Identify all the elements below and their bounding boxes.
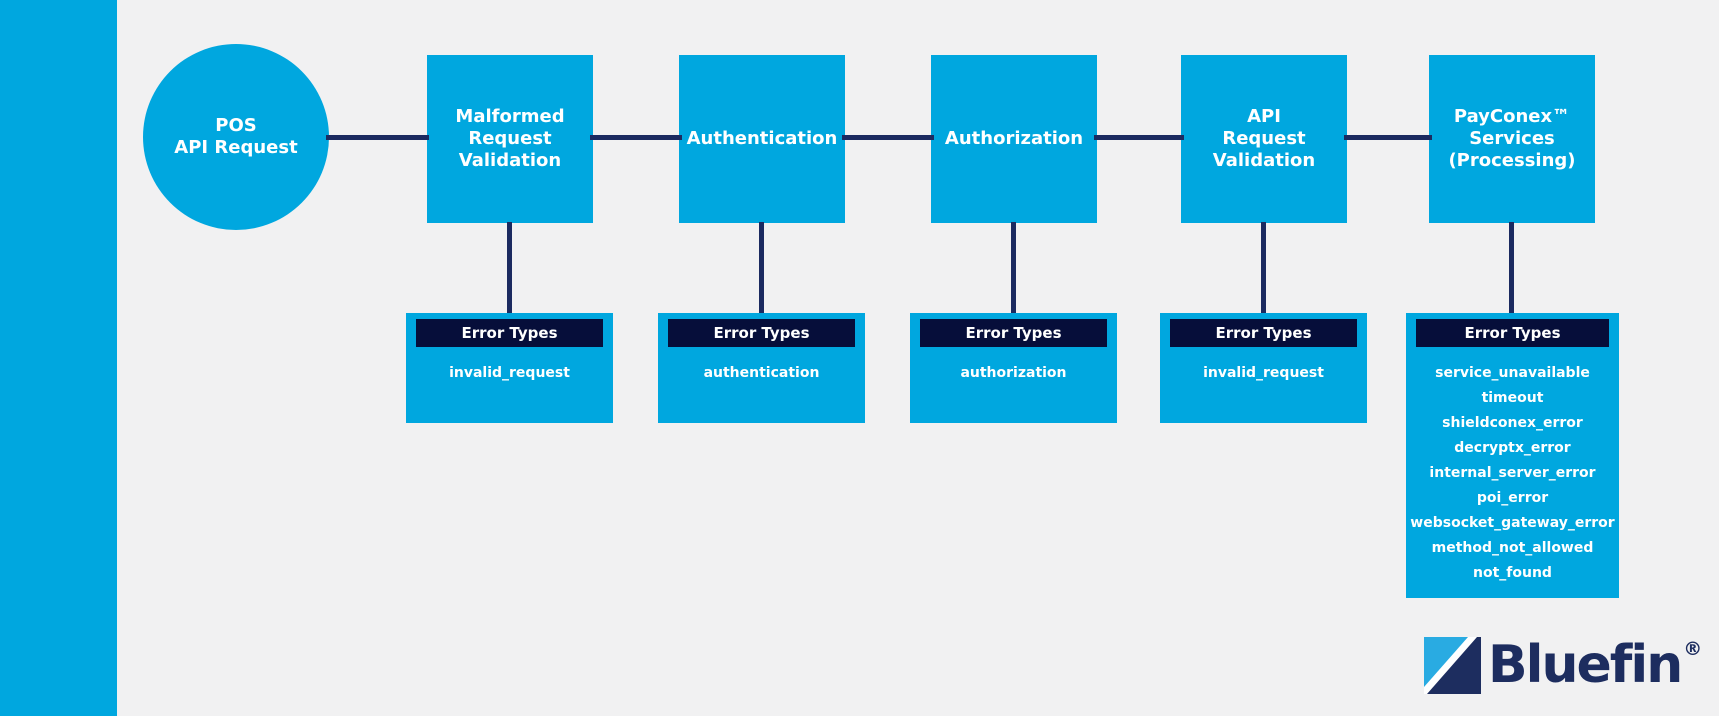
node-api-request-validation: API Request Validation: [1181, 55, 1347, 223]
connector-node3-to-node4: [1094, 135, 1184, 140]
error-box-title: Error Types: [1464, 324, 1561, 342]
connector-node2-to-node3: [842, 135, 934, 140]
error-type-item: timeout: [1481, 390, 1544, 406]
error-type-item: websocket_gateway_error: [1410, 515, 1615, 531]
bluefin-logo: Bluefin ®: [1424, 637, 1702, 694]
error-box-malformed-request-validation: Error Types invalid_request: [406, 313, 613, 423]
error-box-header: Error Types: [1416, 319, 1609, 347]
error-box-title: Error Types: [461, 324, 558, 342]
left-accent-bar: [0, 0, 117, 716]
error-box-title: Error Types: [713, 324, 810, 342]
error-type-list: authentication: [658, 347, 865, 386]
error-type-item: internal_server_error: [1429, 465, 1596, 481]
node-pos-api-request: POS API Request: [143, 44, 329, 230]
node-authentication: Authentication: [679, 55, 845, 223]
node-label: Authentication: [686, 128, 838, 149]
error-box-authentication: Error Types authentication: [658, 313, 865, 423]
error-type-item: service_unavailable: [1435, 365, 1590, 381]
error-type-item: authentication: [703, 365, 820, 381]
error-box-authorization: Error Types authorization: [910, 313, 1117, 423]
error-type-list: invalid_request: [406, 347, 613, 386]
connector-node2-to-errors: [759, 222, 764, 314]
error-type-list: authorization: [910, 347, 1117, 386]
error-box-header: Error Types: [1170, 319, 1357, 347]
connector-node4-to-node5: [1344, 135, 1432, 140]
connector-node1-to-node2: [590, 135, 682, 140]
connector-node4-to-errors: [1261, 222, 1266, 314]
node-label: PayConex™ Services (Processing): [1448, 106, 1576, 171]
error-type-item: method_not_allowed: [1431, 540, 1594, 556]
error-type-item: invalid_request: [449, 365, 570, 381]
node-label: Authorization: [944, 128, 1084, 149]
error-box-header: Error Types: [416, 319, 603, 347]
error-type-item: invalid_request: [1203, 365, 1324, 381]
error-box-header: Error Types: [920, 319, 1107, 347]
error-box-title: Error Types: [1215, 324, 1312, 342]
error-type-list: invalid_request: [1160, 347, 1367, 386]
node-label: POS API Request: [174, 115, 298, 158]
connector-node3-to-errors: [1011, 222, 1016, 314]
node-malformed-request-validation: Malformed Request Validation: [427, 55, 593, 223]
connector-node1-to-errors: [507, 222, 512, 314]
connector-start-to-node1: [326, 135, 429, 140]
node-label: API Request Validation: [1212, 106, 1316, 171]
error-box-title: Error Types: [965, 324, 1062, 342]
error-type-item: authorization: [960, 365, 1067, 381]
node-payconex-services: PayConex™ Services (Processing): [1429, 55, 1595, 223]
node-label: Malformed Request Validation: [455, 106, 565, 171]
node-authorization: Authorization: [931, 55, 1097, 223]
connector-node5-to-errors: [1509, 222, 1514, 314]
bluefin-diagonal-square-icon: [1424, 637, 1481, 694]
error-box-api-request-validation: Error Types invalid_request: [1160, 313, 1367, 423]
error-type-item: poi_error: [1476, 490, 1549, 506]
error-type-item: shieldconex_error: [1442, 415, 1583, 431]
error-type-item: not_found: [1473, 565, 1552, 581]
error-box-header: Error Types: [668, 319, 855, 347]
bluefin-wordmark: Bluefin: [1488, 635, 1683, 695]
registered-trademark-symbol: ®: [1683, 638, 1703, 660]
error-type-item: decryptx_error: [1454, 440, 1571, 456]
